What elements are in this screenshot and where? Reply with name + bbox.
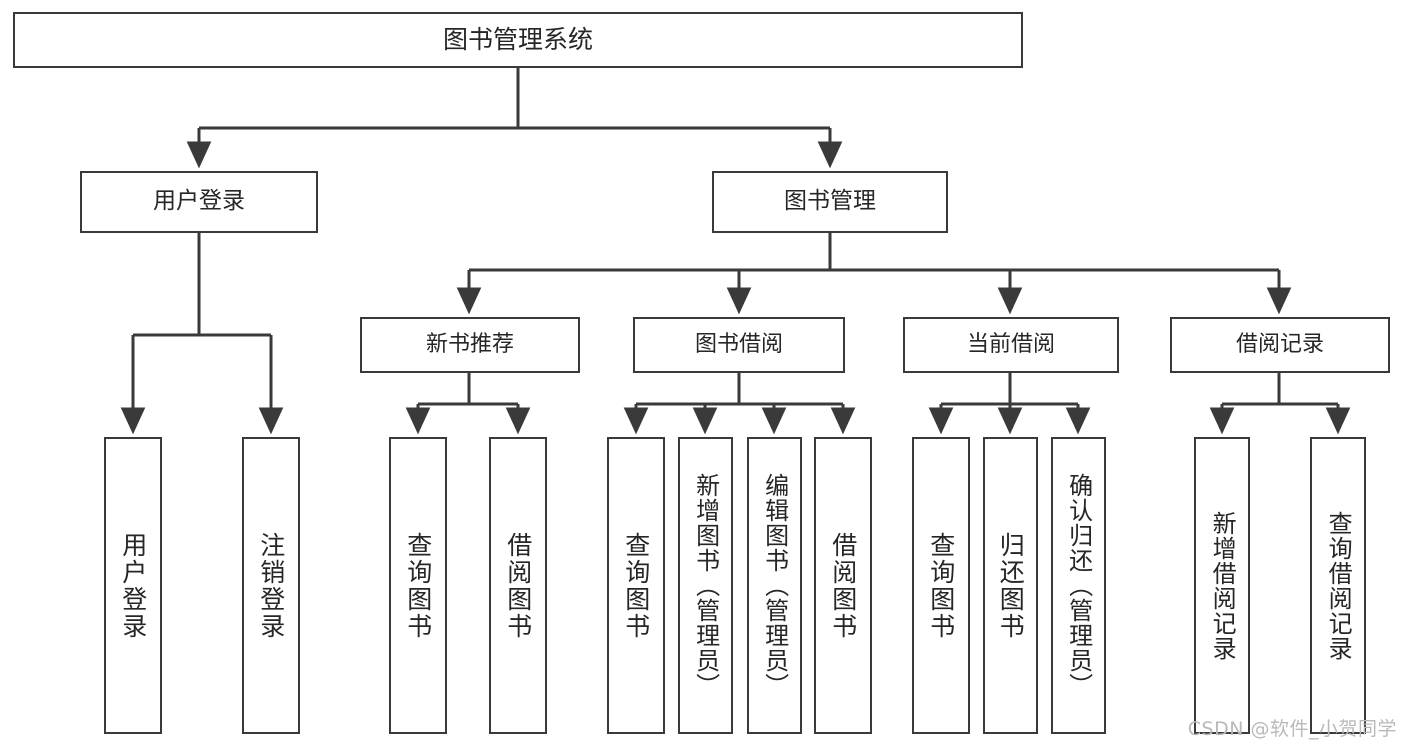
leaf-newbook-query-book[interactable]: 查询图书 [389,437,447,734]
node-book-management[interactable]: 图书管理 [712,171,948,233]
csdn-watermark: CSDN @软件_小贺同学 [1187,718,1397,740]
node-label: 借阅图书 [503,531,533,640]
node-label: 新增图书（管理员） [691,473,720,698]
leaf-records-query-record[interactable]: 查询借阅记录 [1310,437,1366,734]
leaf-borrow-add-book-admin[interactable]: 新增图书（管理员） [678,437,733,734]
leaf-newbook-borrow-book[interactable]: 借阅图书 [489,437,547,734]
node-label: 当前借阅 [966,332,1055,358]
node-label: 用户登录 [153,188,245,215]
node-label: 查询图书 [926,531,956,640]
node-label: 新书推荐 [425,332,514,358]
leaf-current-return-book[interactable]: 归还图书 [983,437,1038,734]
node-root-system[interactable]: 图书管理系统 [13,12,1023,68]
node-label: 借阅图书 [828,531,858,640]
leaf-borrow-edit-book-admin[interactable]: 编辑图书（管理员） [747,437,802,734]
node-new-book-recommend[interactable]: 新书推荐 [360,317,580,373]
node-label: 归还图书 [996,531,1026,640]
node-label: 用户登录 [118,531,148,640]
node-label: 图书管理系统 [442,25,593,55]
leaf-borrow-lend-book[interactable]: 借阅图书 [814,437,872,734]
node-label: 图书借阅 [694,332,783,358]
node-label: 注销登录 [256,531,286,640]
node-label: 确认归还（管理员） [1064,473,1093,698]
leaf-current-confirm-return-admin[interactable]: 确认归还（管理员） [1051,437,1106,734]
node-label: 查询图书 [621,531,651,640]
node-label: 查询图书 [403,531,433,640]
node-label: 借阅记录 [1235,332,1324,358]
node-label: 新增借阅记录 [1208,510,1237,661]
node-label: 查询借阅记录 [1324,510,1353,661]
node-user-login[interactable]: 用户登录 [80,171,318,233]
node-label: 图书管理 [784,188,876,215]
node-book-borrow[interactable]: 图书借阅 [633,317,845,373]
node-label: 编辑图书（管理员） [760,473,789,698]
leaf-current-query-book[interactable]: 查询图书 [912,437,970,734]
leaf-borrow-query-book[interactable]: 查询图书 [607,437,665,734]
node-borrow-records[interactable]: 借阅记录 [1170,317,1390,373]
leaf-user-login[interactable]: 用户登录 [104,437,162,734]
node-current-borrow[interactable]: 当前借阅 [903,317,1119,373]
leaf-records-add-record[interactable]: 新增借阅记录 [1194,437,1250,734]
leaf-logout[interactable]: 注销登录 [242,437,300,734]
